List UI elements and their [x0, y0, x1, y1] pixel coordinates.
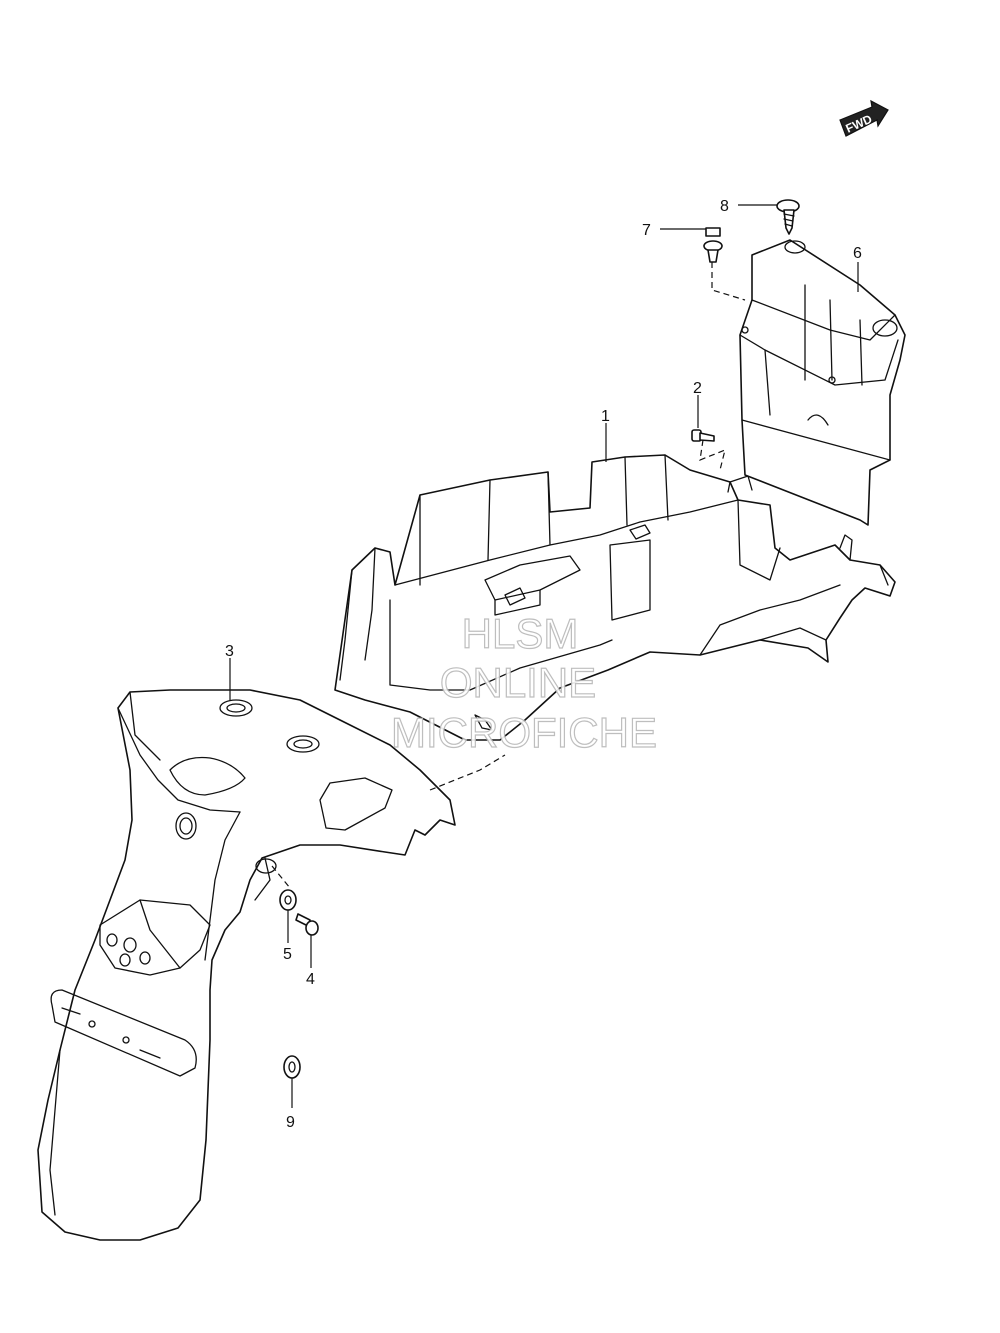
- bolt-icon: [691, 429, 715, 442]
- rear-inner-fender: [334, 454, 896, 741]
- dashed-line-3: [711, 262, 746, 301]
- washer-5-icon: [279, 889, 297, 911]
- callout-1: 1: [601, 408, 610, 425]
- callout-6: 6: [853, 245, 862, 262]
- fwd-arrow-icon: FWD: [839, 99, 889, 137]
- callout-3: 3: [225, 643, 234, 660]
- washer-9-icon: [283, 1055, 301, 1079]
- screw-4-icon: [295, 913, 319, 936]
- callout-9: 9: [286, 1114, 295, 1131]
- callout-7: 7: [642, 222, 651, 239]
- screw-icon: [703, 227, 723, 263]
- watermark: HLSM ONLINE MICROFICHE: [390, 609, 657, 756]
- callout-4: 4: [306, 971, 315, 988]
- callout-8: 8: [720, 198, 729, 215]
- dashed-line-2: [699, 439, 726, 471]
- callout-2: 2: [693, 380, 702, 397]
- rear-fender: [37, 689, 456, 1241]
- tool-box: [739, 239, 906, 526]
- callout-5: 5: [283, 946, 292, 963]
- watermark-line-3: MICROFICHE: [391, 709, 657, 756]
- dashed-line-4: [271, 865, 291, 889]
- tapping-screw-icon: [776, 199, 800, 235]
- watermark-line-2: ONLINE: [440, 659, 596, 706]
- fwd-label: FWD: [844, 112, 875, 136]
- dashed-line-1: [429, 754, 506, 791]
- watermark-line-1: HLSM: [462, 610, 579, 657]
